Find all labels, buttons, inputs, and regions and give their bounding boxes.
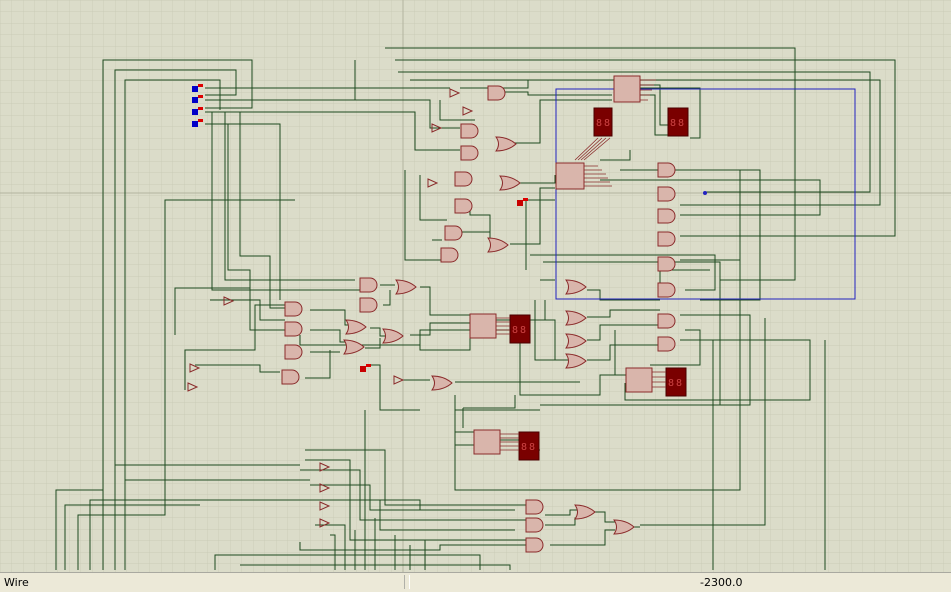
logic-input-icon[interactable] [192, 84, 203, 92]
or-gate[interactable] [613, 519, 635, 535]
chip-pins [496, 79, 666, 451]
and-gate[interactable] [657, 313, 676, 329]
svg-text:8: 8 [668, 378, 674, 389]
logic-input-icon[interactable] [192, 107, 203, 115]
not-gate[interactable] [462, 106, 474, 116]
or-gate[interactable] [343, 339, 365, 355]
or-gate[interactable] [565, 279, 587, 295]
and-gate[interactable] [359, 277, 378, 293]
and-gate[interactable] [440, 247, 459, 263]
not-gate[interactable] [449, 88, 461, 98]
and-gate[interactable] [657, 186, 676, 202]
and-gate[interactable] [657, 256, 676, 272]
decoder-chip[interactable] [625, 367, 653, 393]
gate-layer [187, 85, 676, 553]
status-separator [404, 575, 410, 589]
and-gate[interactable] [657, 282, 676, 298]
chip-layer [469, 75, 653, 455]
and-gate[interactable] [657, 231, 676, 247]
status-bar: Wire -2300.0 [0, 572, 951, 592]
svg-text:8: 8 [670, 118, 676, 129]
decoder-chip[interactable] [555, 162, 585, 190]
svg-text:8: 8 [678, 118, 684, 129]
logic-input-icon[interactable] [517, 198, 528, 206]
logic-input-icon[interactable] [192, 95, 203, 103]
and-gate[interactable] [454, 171, 473, 187]
and-gate[interactable] [657, 208, 676, 224]
not-gate[interactable] [319, 518, 331, 528]
wire-network [55, 47, 896, 570]
svg-text:8: 8 [596, 118, 602, 129]
and-gate[interactable] [359, 297, 378, 313]
status-coordinate-readout: -2300.0 [700, 576, 743, 589]
decoder-chip[interactable] [473, 429, 501, 455]
logic-input-icon[interactable] [192, 119, 203, 127]
or-gate[interactable] [395, 279, 417, 295]
svg-text:8: 8 [604, 118, 610, 129]
selection-box[interactable] [555, 88, 856, 300]
not-gate[interactable] [431, 123, 443, 133]
and-gate[interactable] [281, 369, 300, 385]
and-gate[interactable] [460, 123, 479, 139]
and-gate[interactable] [284, 301, 303, 317]
status-mode-label: Wire [4, 576, 29, 589]
and-gate[interactable] [525, 537, 544, 553]
or-gate[interactable] [431, 375, 453, 391]
and-gate[interactable] [460, 145, 479, 161]
not-gate[interactable] [319, 462, 331, 472]
and-gate[interactable] [284, 321, 303, 337]
or-gate[interactable] [382, 328, 404, 344]
decoder-chip[interactable] [613, 75, 641, 103]
not-gate[interactable] [189, 363, 201, 373]
logic-input-icon[interactable] [360, 364, 371, 372]
not-gate[interactable] [187, 382, 199, 392]
not-gate[interactable] [427, 178, 439, 188]
or-gate[interactable] [345, 319, 367, 335]
or-gate[interactable] [487, 237, 509, 253]
not-gate[interactable] [223, 296, 235, 306]
and-gate[interactable] [444, 225, 463, 241]
and-gate[interactable] [284, 344, 303, 360]
and-gate[interactable] [487, 85, 506, 101]
or-gate[interactable] [495, 136, 517, 152]
decoder-chip[interactable] [469, 313, 497, 339]
or-gate[interactable] [565, 310, 587, 326]
or-gate[interactable] [574, 504, 596, 520]
or-gate[interactable] [565, 333, 587, 349]
or-gate[interactable] [565, 353, 587, 369]
not-gate[interactable] [319, 501, 331, 511]
and-gate[interactable] [657, 162, 676, 178]
schematic-svg: 88 88 88 88 88 [0, 0, 951, 572]
and-gate[interactable] [525, 517, 544, 533]
svg-text:8: 8 [676, 378, 682, 389]
svg-text:8: 8 [529, 442, 535, 453]
and-gate[interactable] [525, 499, 544, 515]
svg-text:8: 8 [520, 325, 526, 336]
svg-text:8: 8 [521, 442, 527, 453]
not-gate[interactable] [319, 483, 331, 493]
svg-text:8: 8 [512, 325, 518, 336]
and-gate[interactable] [657, 336, 676, 352]
and-gate[interactable] [454, 198, 473, 214]
or-gate[interactable] [499, 175, 521, 191]
logic-input-group[interactable] [192, 84, 528, 372]
not-gate[interactable] [393, 375, 405, 385]
